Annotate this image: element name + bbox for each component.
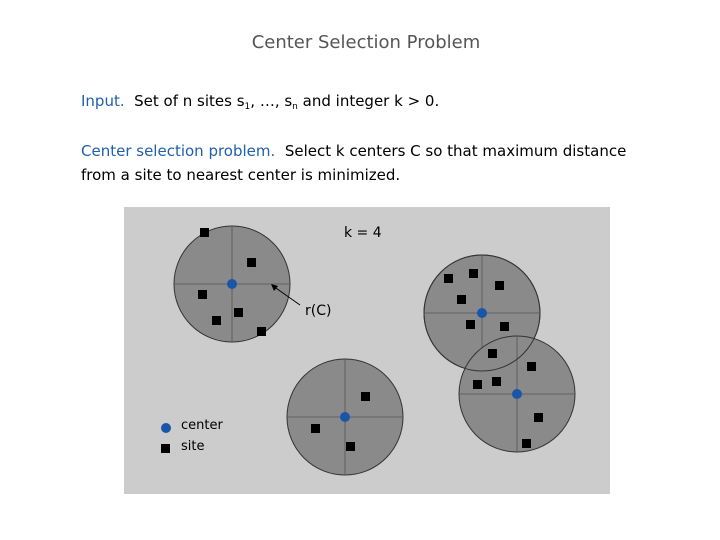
site-marker (527, 362, 536, 371)
input-text-a: Set of n sites s (134, 92, 245, 110)
site-marker (200, 228, 209, 237)
site-marker (473, 380, 482, 389)
site-marker (234, 308, 243, 317)
site-marker (198, 290, 207, 299)
input-text-c: and integer k > 0. (297, 92, 440, 110)
site-marker (488, 349, 497, 358)
site-marker (469, 269, 478, 278)
site-marker (534, 413, 543, 422)
legend-center-label: center (181, 418, 223, 433)
site-marker (466, 320, 475, 329)
site-marker (522, 439, 531, 448)
site-marker (361, 392, 370, 401)
center-marker (340, 412, 350, 422)
radius-arrow-head (271, 284, 278, 291)
k-label: k = 4 (344, 225, 382, 241)
input-text-b: , …, s (250, 92, 293, 110)
input-subscript-n: n (292, 102, 298, 112)
center-marker (512, 389, 522, 399)
legend-site-label: site (181, 439, 204, 454)
site-marker (492, 377, 501, 386)
site-marker (500, 322, 509, 331)
site-marker (311, 424, 320, 433)
cluster-outline-overlap (423, 254, 541, 372)
center-marker (227, 279, 237, 289)
site-marker (257, 327, 266, 336)
site-marker (457, 295, 466, 304)
site-marker (212, 316, 221, 325)
problem-label: Center selection problem. (81, 142, 276, 160)
site-marker (444, 274, 453, 283)
site-marker (495, 281, 504, 290)
center-marker (477, 308, 487, 318)
problem-text: Select k centers C so that maximum dista… (81, 142, 627, 184)
legend-center-swatch (161, 423, 171, 433)
site-marker (247, 258, 256, 267)
radius-label: r(C) (305, 303, 331, 319)
slide-title: Center Selection Problem (251, 32, 481, 53)
input-subscript-1: 1 (244, 102, 251, 112)
legend-site-swatch (161, 444, 170, 453)
site-marker (346, 442, 355, 451)
center-selection-diagram: k = 4 r(C) (124, 207, 610, 494)
problem-paragraph: Center selection problem. Select k cente… (81, 139, 641, 187)
input-label: Input. (81, 92, 125, 110)
input-paragraph: Input. Set of n sites s1, …, sn and inte… (81, 89, 439, 113)
legend: center site (161, 418, 223, 454)
cluster-1 (173, 225, 291, 343)
cluster-2 (286, 358, 404, 476)
radius-arrow (272, 285, 301, 306)
